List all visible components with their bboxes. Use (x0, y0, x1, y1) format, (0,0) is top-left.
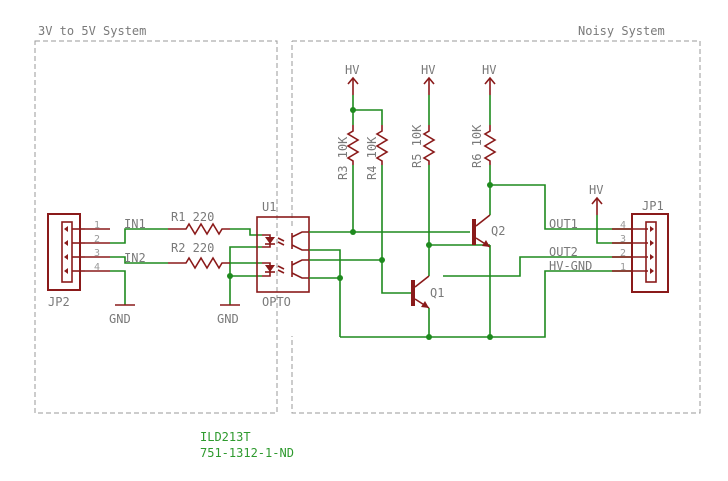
r1-label: R1 220 (171, 210, 214, 224)
gnd-label-1: GND (109, 312, 131, 326)
resistor-r5 (422, 125, 436, 165)
jp2-pin-2: 2 (94, 234, 100, 245)
hv-label-3: HV (482, 63, 496, 77)
jp2-pin-1: 1 (94, 220, 100, 231)
jp2-pin-3: 3 (94, 248, 100, 259)
right-wires (309, 95, 632, 338)
net-hv-gnd: HV-GND (549, 259, 592, 273)
jp1-pin-2: 2 (620, 248, 626, 259)
hv-label-1: HV (345, 63, 359, 77)
jp2-pin-4: 4 (94, 262, 100, 273)
jp1-pin-4: 4 (620, 220, 626, 231)
hv-arrow-2 (423, 76, 435, 95)
r6-label: R6 10K (470, 124, 484, 168)
junctions (227, 107, 493, 340)
transistor-q1 (411, 275, 430, 309)
part-number: ILD213T (200, 430, 251, 444)
r5-label: R5 10K (410, 124, 424, 168)
jp1-label: JP1 (642, 199, 664, 213)
q1-label: Q1 (430, 286, 444, 300)
jp1-pin-1: 1 (620, 262, 626, 273)
hv-arrow-1 (347, 76, 359, 95)
digikey-number: 751-1312-1-ND (200, 446, 294, 460)
r4-label: R4 10K (365, 136, 379, 180)
optocoupler-u1 (256, 216, 310, 293)
opto-label: OPTO (262, 295, 291, 309)
transistor-q2 (472, 214, 491, 248)
right-system-title: Noisy System (578, 24, 665, 38)
r3-label: R3 10K (336, 136, 350, 180)
jp2-label: JP2 (48, 295, 70, 309)
resistor-r2 (168, 256, 230, 270)
r2-label: R2 220 (171, 241, 214, 255)
q2-label: Q2 (491, 224, 505, 238)
u1-label: U1 (262, 200, 276, 214)
hv-label-2: HV (421, 63, 435, 77)
jp2-connector (47, 213, 110, 291)
hv-arrow-4 (591, 196, 603, 215)
right-system-frame (291, 40, 701, 414)
left-system-title: 3V to 5V System (38, 24, 146, 38)
net-out1: OUT1 (549, 217, 578, 231)
jp1-connector (612, 213, 669, 293)
resistor-r6 (483, 125, 497, 165)
resistor-r4 (375, 125, 389, 165)
hv-label-4: HV (589, 183, 603, 197)
net-in1: IN1 (124, 217, 146, 231)
resistor-r1 (168, 222, 230, 236)
net-out2: OUT2 (549, 245, 578, 259)
hv-arrow-3 (484, 76, 496, 95)
resistor-r3 (346, 125, 360, 165)
gnd-label-2: GND (217, 312, 239, 326)
net-in2: IN2 (124, 251, 146, 265)
jp1-pin-3: 3 (620, 234, 626, 245)
left-system-frame (34, 40, 278, 414)
